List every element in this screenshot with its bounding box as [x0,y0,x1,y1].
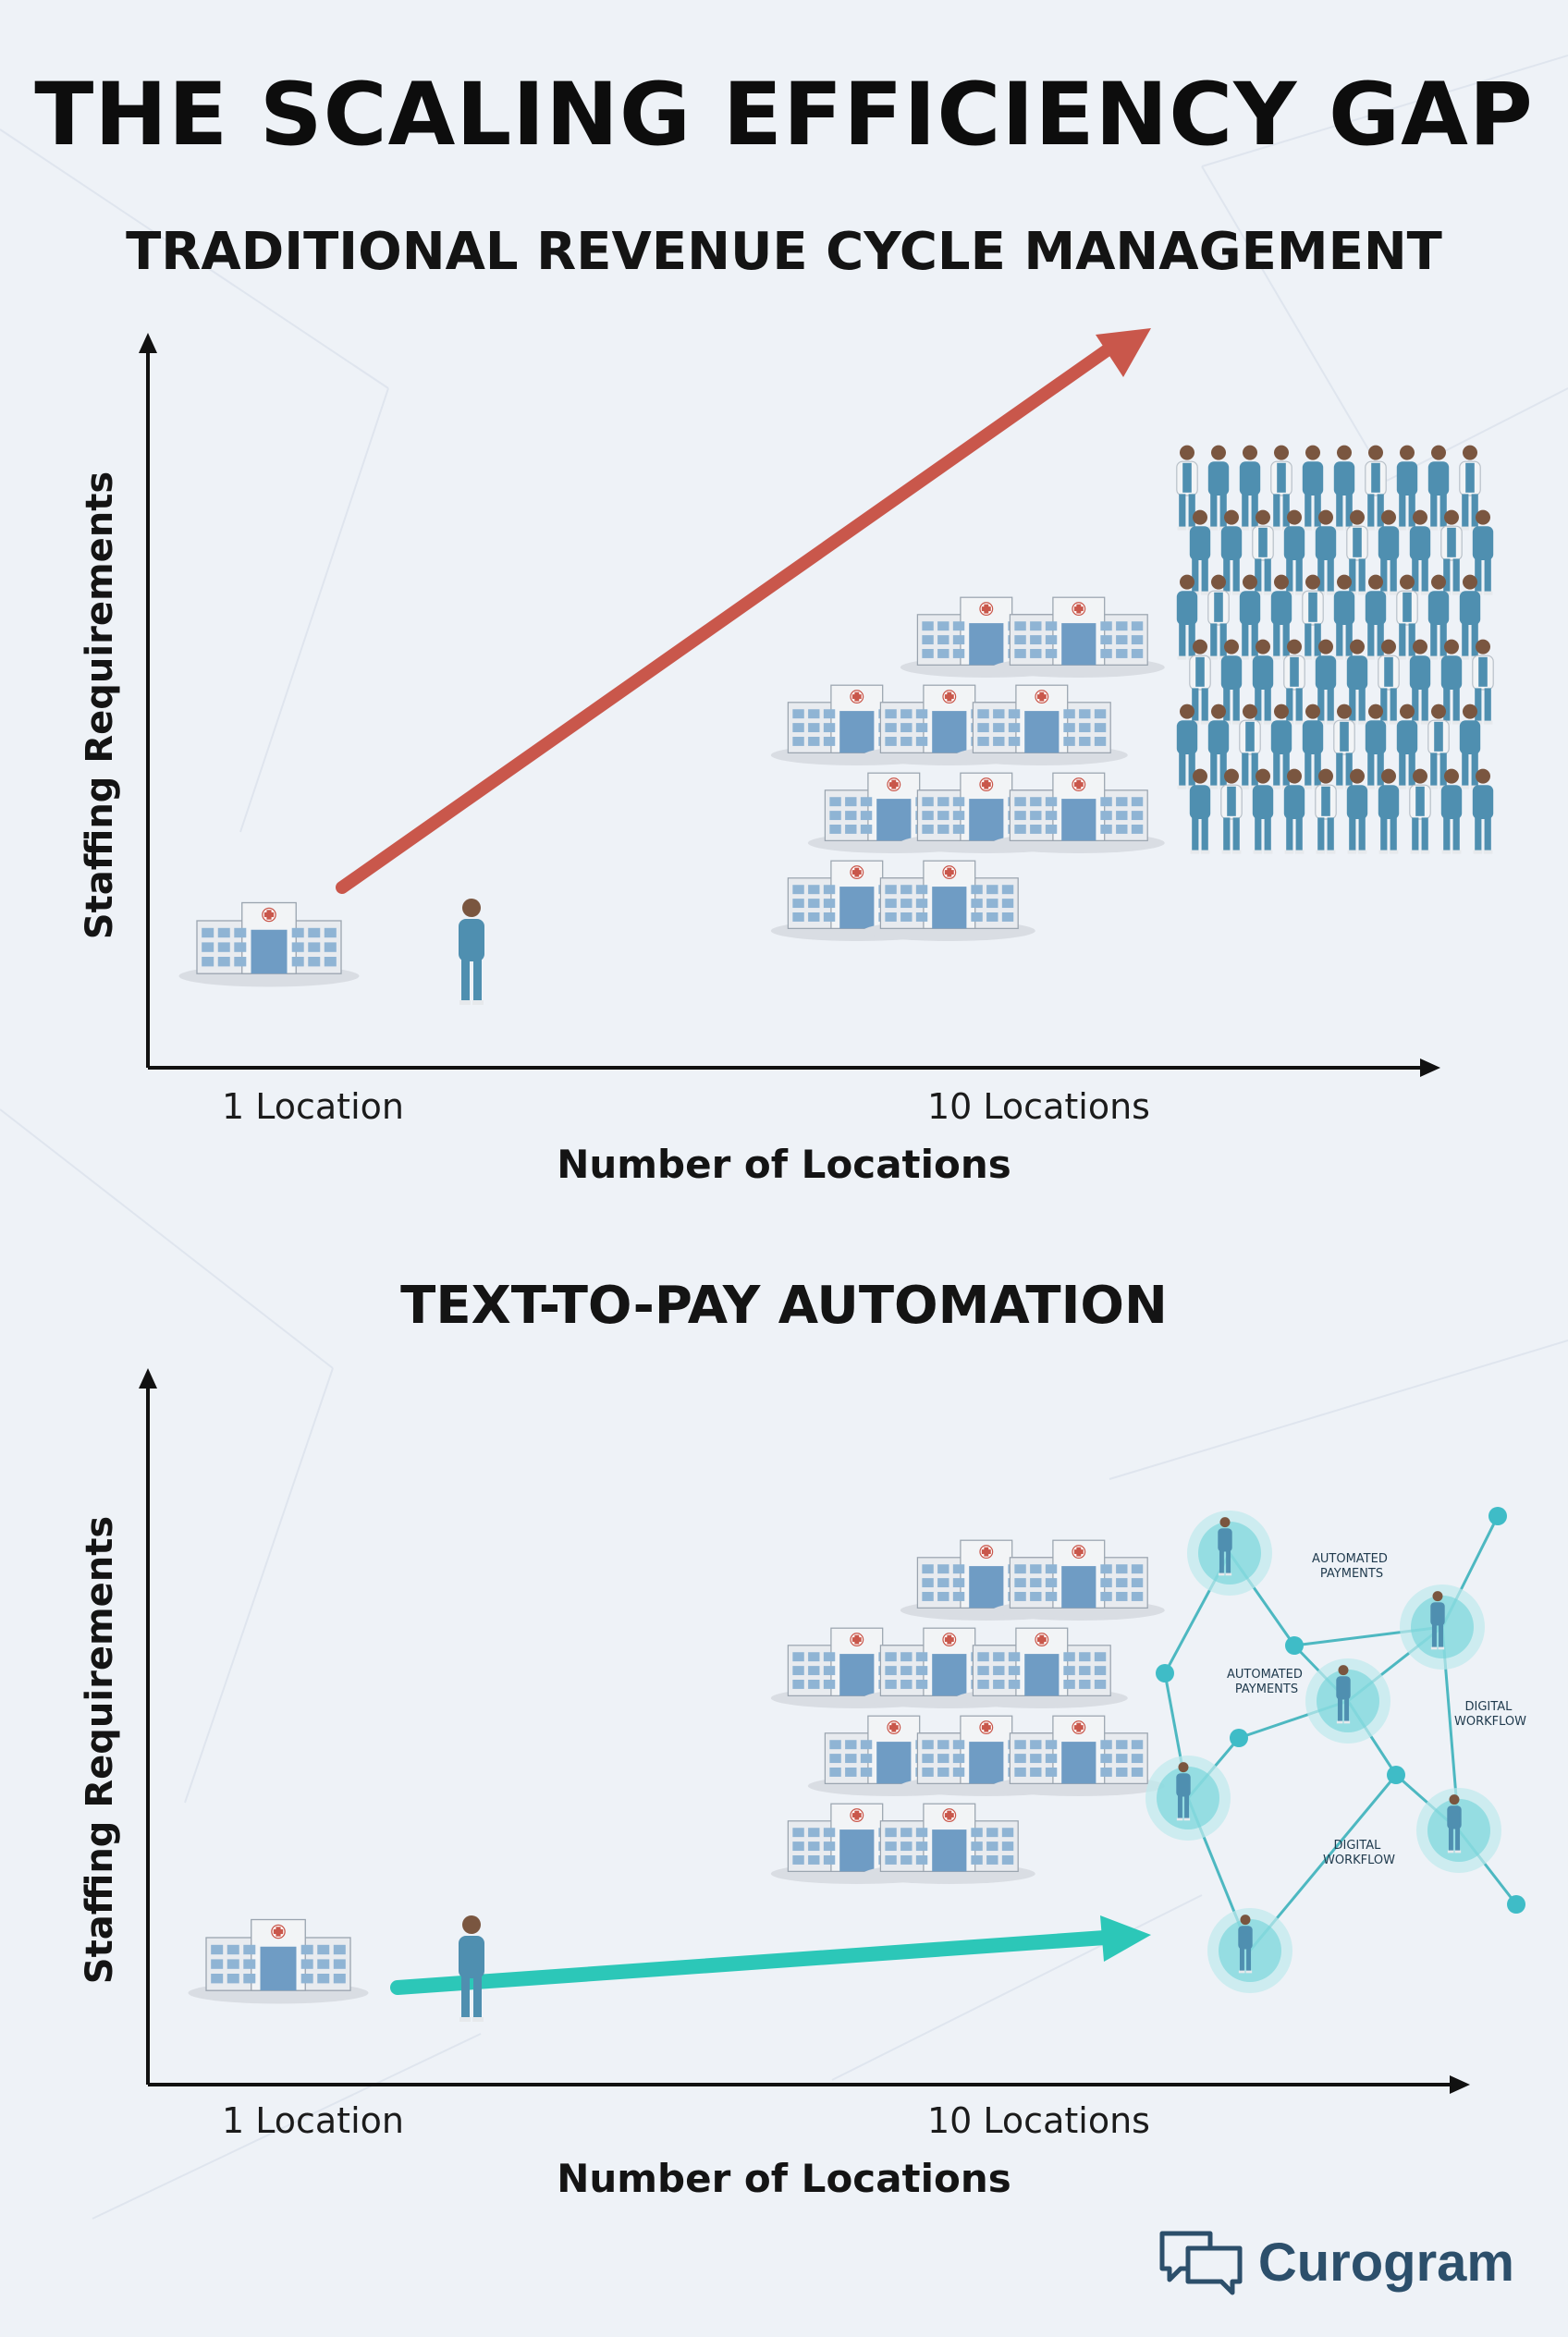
staff-person [1252,639,1274,725]
cost-trend-line [336,336,1125,894]
x-tick-10-locations: 10 Locations [927,2100,1150,2141]
staff-person [1220,768,1243,854]
clinic-building [955,1627,1128,1708]
y-axis-label: Staffing Requirements [79,1515,121,1985]
network-dot [1230,1729,1248,1747]
staff-person [1176,574,1198,660]
traditional-chart: 1 Location 10 Locations Number of Locati… [0,314,1568,1220]
x-axis-arrowhead [1450,2075,1470,2094]
staff-person [1396,445,1418,531]
staff-person [459,899,484,1005]
x-tick-10-locations: 10 Locations [927,1086,1150,1127]
staff-person [1333,445,1355,531]
clinic-building [992,1715,1165,1796]
staff-person [1270,574,1292,660]
network-staff-person [1238,1915,1253,1974]
staff-person [1396,704,1418,789]
automation-section-title: TEXT-TO-PAY AUTOMATION [400,1276,1168,1336]
clinic-building [955,684,1128,765]
network-label-digital-workflow-2: DIGITAL WORKFLOW [1323,1839,1395,1867]
staff-person [1459,704,1481,789]
staff-person [1409,768,1431,854]
clinic-building [992,596,1165,678]
traditional-chart-graphic [139,328,1494,1077]
brand-name: Curogram [1257,2232,1514,2293]
network-label-digital-workflow-1: DIGITAL WORKFLOW [1454,1700,1526,1729]
staff-person [1283,509,1305,595]
staff-person [1378,509,1400,595]
clinic-cluster-icon [770,1539,1165,1884]
network-dot [1387,1766,1405,1784]
staff-person [1472,768,1494,854]
staff-person [1346,509,1368,595]
network-label-automated-payments-2: AUTOMATED PAYMENTS [1227,1668,1306,1696]
staff-crowd-icon [1176,445,1494,854]
network-dot [1507,1895,1525,1914]
network-dot [1156,1664,1174,1682]
staff-person [1252,768,1274,854]
x-axis-arrowhead [1420,1058,1440,1077]
automation-chart: AUTOMATED PAYMENTS AUTOMATED PAYMENTS DI… [0,1350,1568,2237]
single-clinic-icon [188,1918,369,2004]
staff-person [1427,445,1450,531]
x-tick-1-location: 1 Location [222,1086,404,1127]
traditional-section-title: TRADITIONAL REVENUE CYCLE MANAGEMENT [126,222,1442,282]
clinic-building [863,1803,1035,1884]
single-staff-icon [459,899,484,1005]
network-dot [1488,1507,1507,1525]
clinic-building [992,1539,1165,1621]
efficiency-trend-arrowhead [1100,1915,1151,1962]
x-axis-label: Number of Locations [557,2156,1011,2201]
network-staff-person [1447,1794,1462,1854]
network-dot [1285,1636,1304,1655]
curogram-logo: Curogram [1157,2228,1514,2296]
network-staff-person [1430,1591,1445,1650]
staff-person [1365,574,1387,660]
clinic-building [863,860,1035,941]
clinic-building [178,901,360,987]
network-staff-person [1218,1517,1232,1576]
staff-person [1176,445,1198,531]
staff-person [1207,445,1230,531]
efficiency-trend-line [390,1930,1112,1995]
staff-person [1396,574,1418,660]
cost-trend-arrowhead [1096,328,1151,377]
single-staff-icon [459,1915,484,2022]
staff-person [1302,445,1324,531]
network-staff-person [1176,1762,1191,1821]
y-axis-arrowhead [139,1368,157,1389]
chat-bubbles-icon [1159,2231,1243,2295]
staff-person [1440,768,1463,854]
x-tick-1-location: 1 Location [222,2100,404,2141]
staff-person [1239,445,1261,531]
x-axis-label: Number of Locations [557,1142,1011,1187]
staff-person [1283,639,1305,725]
staff-person [1283,768,1305,854]
network-staff-person [1336,1665,1351,1724]
network-label-automated-payments-1: AUTOMATED PAYMENTS [1312,1552,1391,1581]
staff-person [1252,509,1274,595]
clinic-building [992,772,1165,853]
staff-person [1302,704,1324,789]
digital-network-icon [1145,1507,1525,1993]
staff-person [1189,768,1211,854]
staff-person [1270,704,1292,789]
y-axis-arrowhead [139,333,157,353]
clinic-cluster-icon [770,596,1165,941]
y-axis-label: Staffing Requirements [79,471,121,940]
staff-person [1239,574,1261,660]
clinic-building [188,1918,369,2004]
automation-chart-graphic: AUTOMATED PAYMENTS AUTOMATED PAYMENTS DI… [139,1368,1526,2094]
single-clinic-icon [178,901,360,987]
staff-person [1459,574,1481,660]
staff-person [1346,768,1368,854]
staff-person [459,1915,484,2022]
page-title: THE SCALING EFFICIENCY GAP [34,65,1534,165]
staff-person [1315,768,1337,854]
staff-person [1459,445,1481,531]
staff-person [1302,574,1324,660]
staff-person [1378,768,1400,854]
